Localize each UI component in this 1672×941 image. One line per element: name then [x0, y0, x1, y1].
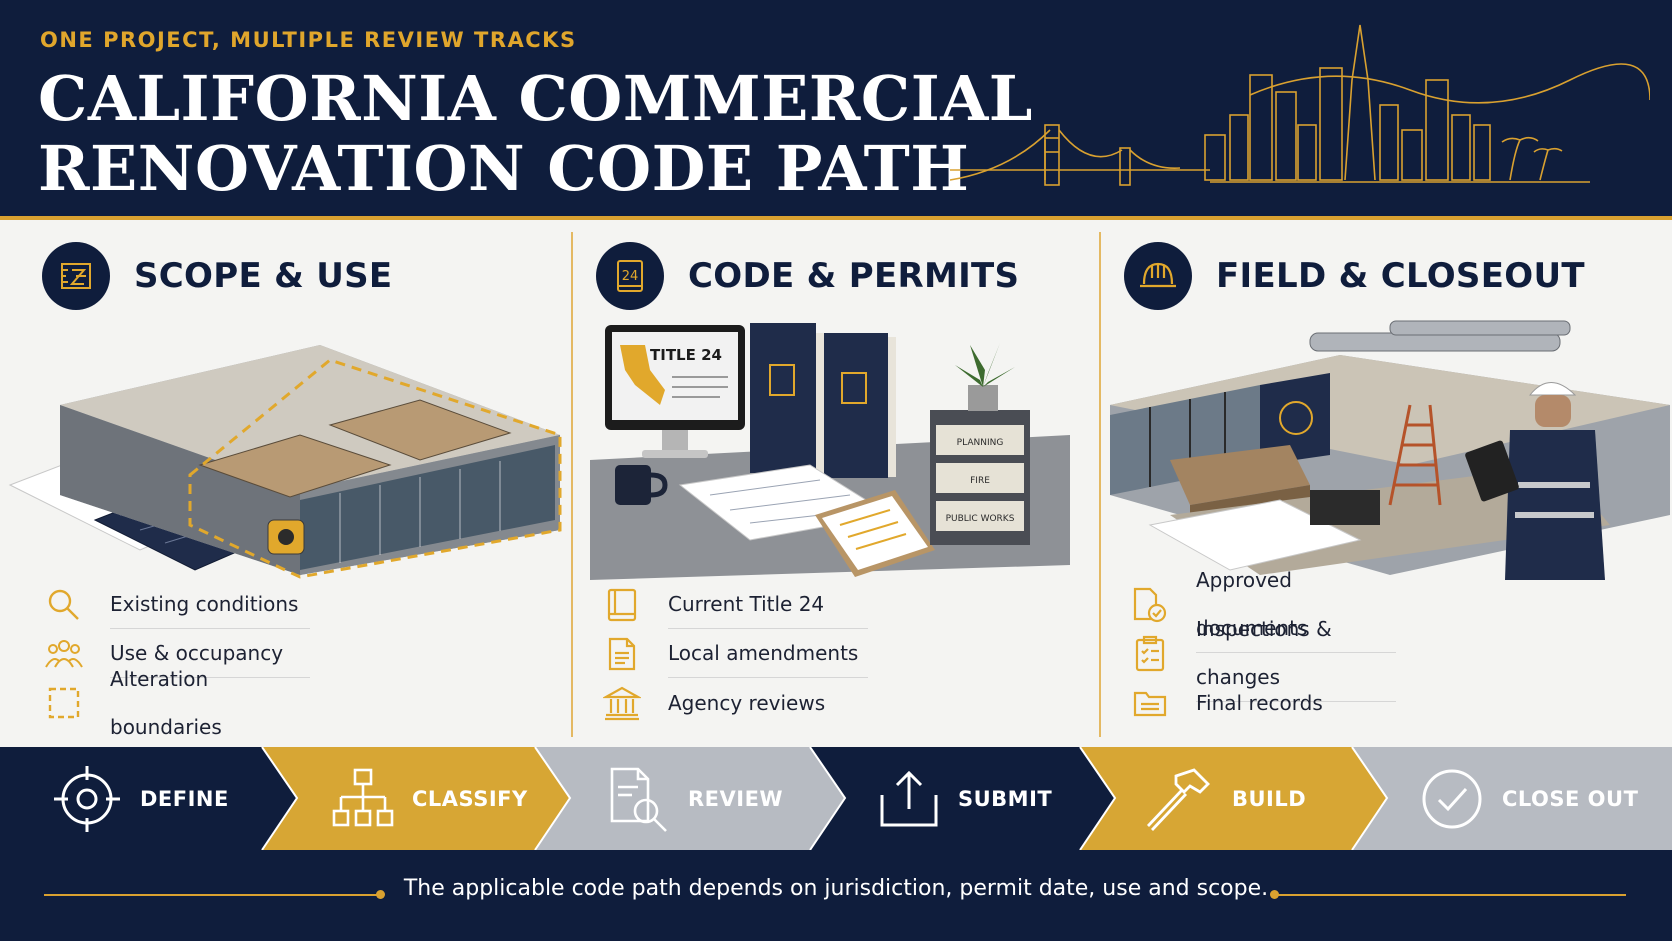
dashed-square-icon [44, 683, 84, 723]
step-label: SUBMIT [958, 786, 1053, 811]
footer-rule-left [44, 894, 379, 896]
panel-header: 24 CODE & PERMITS [596, 242, 1019, 310]
target-icon [54, 765, 120, 832]
floor-plan-illustration [8, 345, 562, 579]
hard-hat-icon [1124, 242, 1192, 310]
list-item: Final records [1130, 678, 1396, 727]
footer-dot-left [376, 890, 385, 899]
title-line-1: CALIFORNIA COMMERCIAL [38, 62, 1033, 135]
header-gold-rule [0, 216, 1672, 220]
step-submit[interactable]: SUBMIT [878, 747, 1052, 850]
page-title: CALIFORNIA COMMERCIAL RENOVATION CODE PA… [38, 64, 1033, 204]
footer-rule-right [1278, 894, 1626, 896]
list-item-label: Approved documents [1196, 556, 1396, 653]
hammer-icon [1146, 767, 1210, 831]
upload-icon [880, 770, 938, 826]
list-item-label: Existing conditions [110, 580, 310, 629]
code-book-24-icon: 24 [596, 242, 664, 310]
tray-label-planning: PLANNING [957, 438, 1004, 448]
step-build[interactable]: BUILD [1142, 747, 1306, 850]
field-list: Approved documents Inspections & changes… [1130, 568, 1396, 727]
approved-document-icon [1130, 585, 1170, 625]
footer-note: The applicable code path depends on juri… [403, 876, 1269, 901]
panel-title: SCOPE & USE [134, 256, 393, 296]
step-label: REVIEW [688, 786, 784, 811]
step-close-out[interactable]: CLOSE OUT [1420, 747, 1638, 850]
process-chevrons [0, 747, 1672, 850]
chevron-close-out [1352, 747, 1672, 850]
list-item: Use & occupancy [44, 629, 310, 678]
plan-ruler-icon [42, 242, 110, 310]
title-line-2: RENOVATION CODE PATH [38, 132, 970, 205]
building-columns-icon [602, 683, 642, 723]
list-item: Inspections & changes [1130, 617, 1396, 702]
people-icon [44, 634, 84, 674]
list-item: Existing conditions [44, 580, 310, 629]
list-item: Approved documents [1130, 568, 1396, 653]
chevron-define [0, 747, 297, 850]
list-item: Agency reviews [602, 678, 868, 727]
skyline-illustration [950, 24, 1650, 186]
panel-title: CODE & PERMITS [688, 256, 1020, 296]
construction-site-illustration [1110, 320, 1670, 580]
scope-list: Existing conditions Use & occupancy Alte… [44, 580, 310, 739]
list-item-label: Current Title 24 [668, 580, 868, 629]
book-badge-text: 24 [622, 269, 639, 284]
hierarchy-icon [332, 768, 394, 826]
list-item: Local amendments [602, 629, 868, 678]
panel-divider [571, 232, 573, 737]
list-item: Alteration boundaries [44, 667, 310, 739]
step-label: DEFINE [140, 786, 229, 811]
list-item-label: Agency reviews [668, 690, 826, 715]
list-item-label: Inspections & changes [1196, 605, 1396, 702]
panel-title: FIELD & CLOSEOUT [1216, 256, 1585, 296]
step-label: CLASSIFY [412, 786, 528, 811]
document-search-icon [610, 767, 667, 832]
panel-header: FIELD & CLOSEOUT [1124, 242, 1585, 310]
step-label: CLOSE OUT [1502, 786, 1639, 811]
footer: The applicable code path depends on juri… [0, 850, 1672, 941]
document-icon [602, 634, 642, 674]
panel-scope-use: SCOPE & USE [0, 230, 572, 745]
checklist-icon [1130, 634, 1170, 674]
eyebrow-tagline: ONE PROJECT, MULTIPLE REVIEW TRACKS [40, 28, 577, 52]
monitor-screen-text: TITLE 24 [650, 346, 722, 364]
list-item: Current Title 24 [602, 580, 868, 629]
check-circle-icon [1422, 769, 1482, 828]
header-banner: ONE PROJECT, MULTIPLE REVIEW TRACKS CALI… [0, 0, 1672, 220]
tray-label-public-works: PUBLIC WORKS [946, 514, 1015, 524]
list-item-label: Use & occupancy [110, 629, 310, 678]
book-icon [602, 585, 642, 625]
list-item-label: Final records [1196, 690, 1323, 715]
step-label: BUILD [1232, 786, 1307, 811]
list-item-label: Local amendments [668, 629, 868, 678]
folder-icon [1130, 683, 1170, 723]
magnifier-icon [44, 585, 84, 625]
panel-divider [1099, 232, 1101, 737]
step-classify[interactable]: CLASSIFY [332, 747, 528, 850]
code-list: Current Title 24 Local amendments Agency… [602, 580, 868, 727]
panel-header: SCOPE & USE [42, 242, 392, 310]
process-band [0, 747, 1672, 850]
desk-illustration: TITLE 24 PLANNING FIRE PUBLIC WORKS [590, 323, 1070, 580]
panel-code-permits: 24 CODE & PERMITS TITLE 24 PLANNING [572, 230, 1100, 745]
footer-dot-right [1270, 890, 1279, 899]
list-item-label: Alteration boundaries [110, 666, 222, 739]
tray-label-fire: FIRE [970, 476, 990, 486]
step-review[interactable]: REVIEW [608, 747, 783, 850]
panel-field-closeout: FIELD & CLOSEOUT Ap [1100, 230, 1672, 745]
step-define[interactable]: DEFINE [52, 747, 229, 850]
